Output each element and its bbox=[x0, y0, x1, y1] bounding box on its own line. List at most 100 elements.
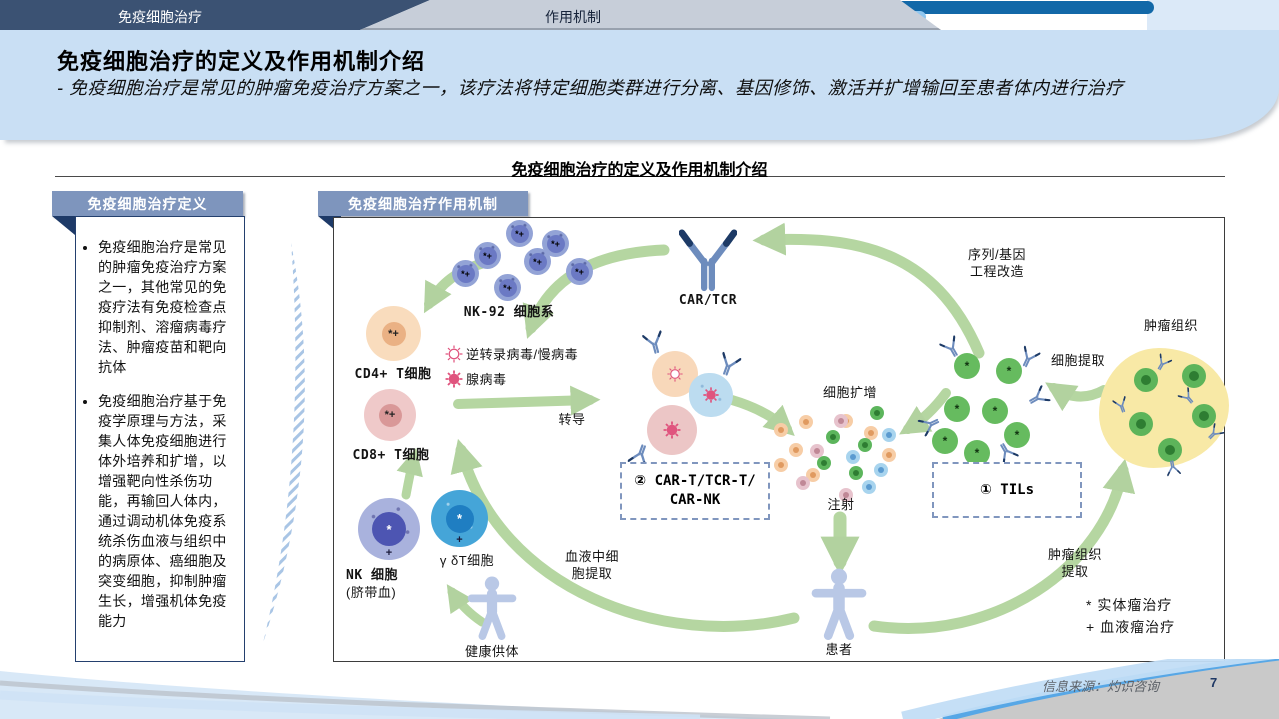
car-t-line2: CAR-NK bbox=[669, 492, 721, 508]
marker: *+ bbox=[378, 403, 402, 427]
healthy-donor-person-icon bbox=[466, 576, 518, 640]
til-cell: * bbox=[982, 398, 1008, 424]
tumor-extraction-line1: 肿瘤组织 bbox=[1047, 547, 1102, 562]
expanded-cell bbox=[864, 426, 878, 440]
expanded-cell bbox=[834, 414, 848, 428]
title-band: 免疫细胞治疗的定义及作用机制介绍 - 免疫细胞治疗是常见的肿瘤免疫治疗方案之一，… bbox=[0, 30, 1279, 140]
expanded-cell bbox=[846, 450, 860, 464]
marker: *+ bbox=[546, 234, 565, 253]
definition-panel-fold bbox=[52, 216, 75, 235]
til-cell: * bbox=[1004, 422, 1030, 448]
tils-box-label: ① TILs bbox=[980, 481, 1034, 498]
blood-extraction-line2: 胞提取 bbox=[571, 566, 613, 581]
source-note: 信息来源：灼识咨询 bbox=[1042, 679, 1160, 694]
marker: *+ bbox=[381, 321, 406, 346]
car-tcr-label: CAR/TCR bbox=[678, 293, 738, 308]
marker: * bbox=[942, 434, 948, 448]
gene-engineering-line2: 工程改造 bbox=[969, 264, 1024, 279]
car-tcr-antibody-icon bbox=[679, 222, 737, 292]
virus-outline-icon bbox=[666, 365, 684, 383]
marker: + bbox=[456, 534, 463, 546]
expanded-cell bbox=[870, 406, 884, 420]
section-heading: 免疫细胞治疗的定义及作用机制介绍 bbox=[511, 162, 768, 179]
marker: *+ bbox=[510, 224, 529, 243]
antibody-icon bbox=[1165, 459, 1182, 478]
marker: * bbox=[964, 359, 970, 373]
cell-extraction-label: 细胞提取 bbox=[1050, 353, 1105, 368]
legend-solid-tumor: * 实体瘤治疗 bbox=[1086, 597, 1173, 613]
marker: * bbox=[1006, 364, 1012, 378]
page-title: 免疫细胞治疗的定义及作用机制介绍 bbox=[57, 49, 426, 74]
legend-blood-tumor: + 血液瘤治疗 bbox=[1086, 619, 1176, 635]
expanded-cell bbox=[874, 463, 888, 477]
tumor-cell bbox=[1129, 412, 1153, 436]
tab-immune-cell-therapy-label: 免疫细胞治疗 bbox=[118, 9, 202, 25]
nk92-cell: *+ bbox=[494, 274, 521, 301]
nk-cell-label: NK 细胞 (脐带血) bbox=[346, 567, 430, 601]
til-cell: * bbox=[964, 440, 990, 466]
marker: *+ bbox=[456, 264, 475, 283]
nk-cell-line2: (脐带血) bbox=[346, 585, 397, 600]
nk92-cell: *+ bbox=[524, 248, 551, 275]
antibody-icon bbox=[1025, 384, 1053, 411]
expanded-cell bbox=[882, 428, 896, 442]
gdt-cell-label: γ δT细胞 bbox=[439, 553, 495, 568]
patient-label: 患者 bbox=[825, 642, 853, 657]
mechanism-panel-header: 免疫细胞治疗作用机制 bbox=[318, 191, 528, 216]
gene-engineering-label: 序列/基因 工程改造 bbox=[932, 246, 1062, 280]
retrovirus-icon bbox=[444, 344, 464, 364]
definition-panel-header-label: 免疫细胞治疗定义 bbox=[87, 195, 208, 212]
gene-engineering-line1: 序列/基因 bbox=[967, 247, 1027, 262]
marker: *+ bbox=[570, 262, 589, 281]
nk-cell-line1: NK 细胞 bbox=[346, 568, 398, 583]
marker: *+ bbox=[478, 246, 497, 265]
gamma-delta-t-cell: * + bbox=[431, 490, 488, 547]
expanded-cell bbox=[839, 488, 853, 502]
tab-immune-cell-therapy[interactable] bbox=[0, 0, 430, 30]
nk92-cell: *+ bbox=[452, 260, 479, 287]
car-t-line1: ② CAR-T/TCR-T/ bbox=[634, 473, 756, 489]
nk92-cell: *+ bbox=[474, 242, 501, 269]
tils-callout-box: ① TILs bbox=[932, 462, 1082, 518]
definition-bullet: 免疫细胞治疗是常见的肿瘤免疫治疗方案之一，其他常见的免疫疗法有免疫检查点抑制剂、… bbox=[98, 237, 238, 377]
mechanism-panel-header-label: 免疫细胞治疗作用机制 bbox=[348, 195, 498, 212]
expanded-cell bbox=[789, 443, 803, 457]
mechanism-diagram: *+ *+ *+ *+ *+ *+ *+ NK-92 细胞系 *+ CD4+ T… bbox=[333, 217, 1229, 662]
expanded-cell bbox=[810, 444, 824, 458]
cd4-t-cell: *+ bbox=[366, 306, 421, 361]
marker: * bbox=[372, 512, 406, 546]
definition-bullet: 免疫细胞治疗基于免疫学原理与方法，采集人体免疫细胞进行体外培养和扩增，以增强靶向… bbox=[98, 391, 238, 631]
car-t-callout-box: ② CAR-T/TCR-T/ CAR-NK bbox=[620, 462, 770, 520]
tab-mechanism[interactable] bbox=[360, 0, 941, 30]
nk92-cell: *+ bbox=[506, 220, 533, 247]
nk92-label: NK-92 细胞系 bbox=[463, 305, 555, 320]
marker: * bbox=[1014, 428, 1020, 442]
blood-extraction-label: 血液中细 胞提取 bbox=[542, 548, 642, 582]
nk-cell: * + bbox=[358, 498, 420, 560]
marker-legend: * 实体瘤治疗 + 血液瘤治疗 bbox=[1086, 594, 1175, 638]
virus-solid-icon bbox=[702, 386, 720, 404]
transduced-cell-blue bbox=[689, 373, 733, 417]
cd4-label: CD4+ T细胞 bbox=[354, 367, 432, 382]
til-cell: * bbox=[944, 396, 970, 422]
tumor-cell bbox=[1158, 438, 1182, 462]
marker: *+ bbox=[498, 278, 517, 297]
expanded-cell bbox=[862, 480, 876, 494]
cell-expansion-label: 细胞扩增 bbox=[822, 385, 877, 400]
antibody-icon bbox=[641, 328, 667, 356]
expanded-cell bbox=[774, 458, 788, 472]
expanded-cell bbox=[882, 448, 896, 462]
marker: * bbox=[974, 446, 980, 460]
adenovirus-label: 腺病毒 bbox=[466, 372, 507, 387]
expanded-cell bbox=[858, 438, 872, 452]
expanded-cell bbox=[849, 466, 863, 480]
definition-panel-header: 免疫细胞治疗定义 bbox=[52, 191, 243, 216]
cd8-t-cell: *+ bbox=[364, 389, 416, 441]
cd8-label: CD8+ T细胞 bbox=[352, 448, 430, 463]
til-cell: * bbox=[996, 358, 1022, 384]
expanded-cell bbox=[774, 423, 788, 437]
patient-person-icon bbox=[810, 568, 868, 640]
tumor-cell bbox=[1182, 364, 1206, 388]
retrovirus-label: 逆转录病毒/慢病毒 bbox=[466, 347, 579, 362]
